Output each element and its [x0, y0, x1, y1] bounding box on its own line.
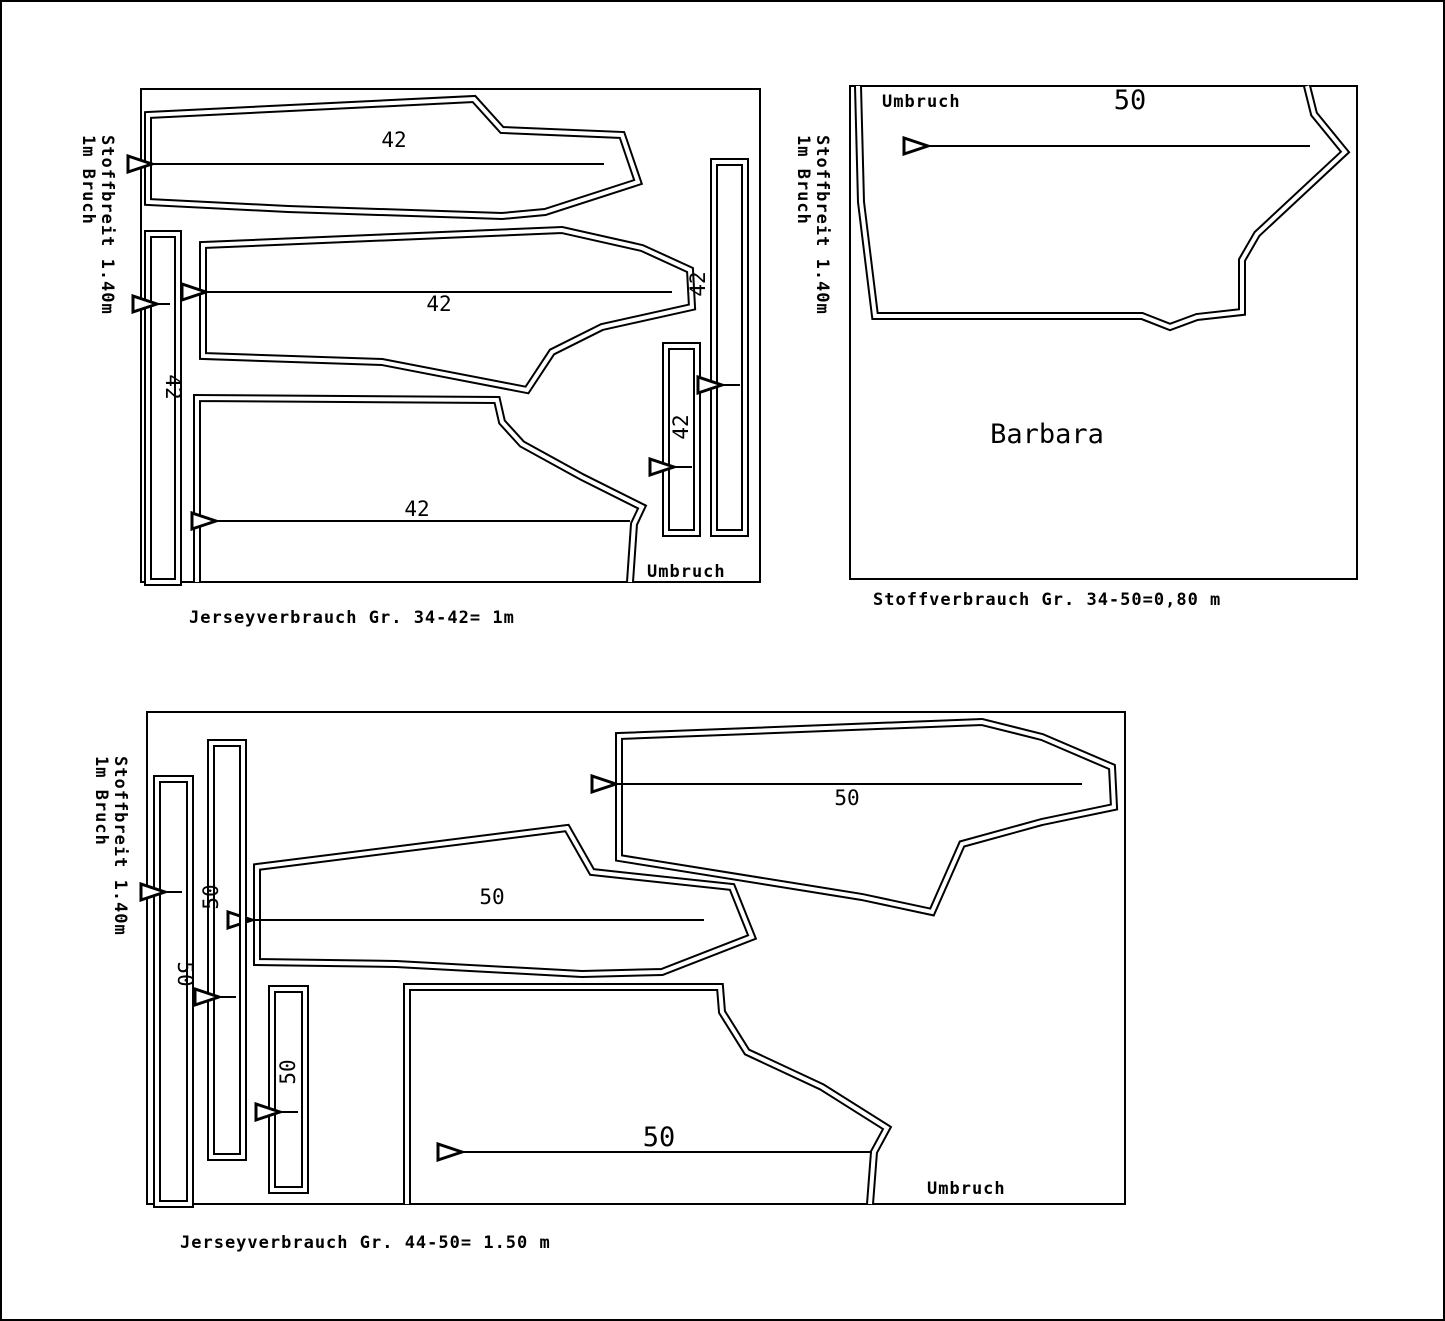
- size-label: 50: [199, 884, 223, 909]
- size-label: 50: [276, 1059, 300, 1084]
- pattern-piece-sleeve-back: [148, 94, 644, 221]
- size-label: 42: [426, 292, 451, 316]
- caption: Jerseyverbrauch Gr. 34-42= 1m: [189, 608, 515, 628]
- size-label: 50: [643, 1122, 676, 1153]
- fabric-frame: [146, 711, 1126, 1205]
- pattern-strips: [157, 739, 309, 1208]
- pattern-strips: [148, 158, 749, 586]
- pattern-piece-body: [403, 983, 893, 1205]
- layout-1: 42 42 42 42 42 42 Umbruch Stoffbreit 1.4…: [78, 88, 761, 628]
- size-label: 42: [686, 271, 710, 296]
- layout-2: Umbruch 50 Barbara Stoffbreit 1.40m 1m B…: [793, 85, 1358, 610]
- fold-edge-label: Umbruch: [927, 1179, 1006, 1199]
- fabric-width-label: Stoffbreit 1.40m: [110, 756, 130, 936]
- pattern-piece-sleeve-front: [252, 823, 758, 979]
- fabric-width-label: Stoffbreit 1.40m: [97, 135, 117, 315]
- size-label: 50: [173, 961, 197, 986]
- pattern-piece-body: [854, 85, 1351, 332]
- caption: Stoffverbrauch Gr. 34-50=0,80 m: [873, 590, 1221, 610]
- fold-edge-label: Umbruch: [647, 562, 726, 582]
- size-label: 42: [381, 128, 406, 152]
- layout-3: 50 50 50 50 50 50 Umbruch Stoffbreit 1.4…: [91, 711, 1126, 1253]
- caption: Jerseyverbrauch Gr. 44-50= 1.50 m: [180, 1233, 551, 1253]
- fabric-frame: [849, 85, 1358, 580]
- fold-label: 1m Bruch: [91, 756, 111, 846]
- size-label: 50: [479, 885, 504, 909]
- size-label: 50: [834, 786, 859, 810]
- size-label: 42: [404, 497, 429, 521]
- size-label: 42: [161, 374, 185, 399]
- pattern-piece-body: [197, 393, 648, 583]
- pattern-name: Barbara: [990, 419, 1104, 450]
- fold-edge-label: Umbruch: [882, 92, 961, 112]
- fold-label: 1m Bruch: [793, 135, 813, 225]
- fold-label: 1m Bruch: [78, 135, 98, 225]
- fabric-width-label: Stoffbreit 1.40m: [812, 135, 832, 315]
- pattern-piece-sleeve-front: [203, 225, 697, 395]
- size-label: 42: [669, 414, 693, 439]
- size-label: 50: [1114, 85, 1147, 116]
- fabric-frame: [140, 88, 761, 583]
- pattern-piece-sleeve-back: [616, 717, 1119, 917]
